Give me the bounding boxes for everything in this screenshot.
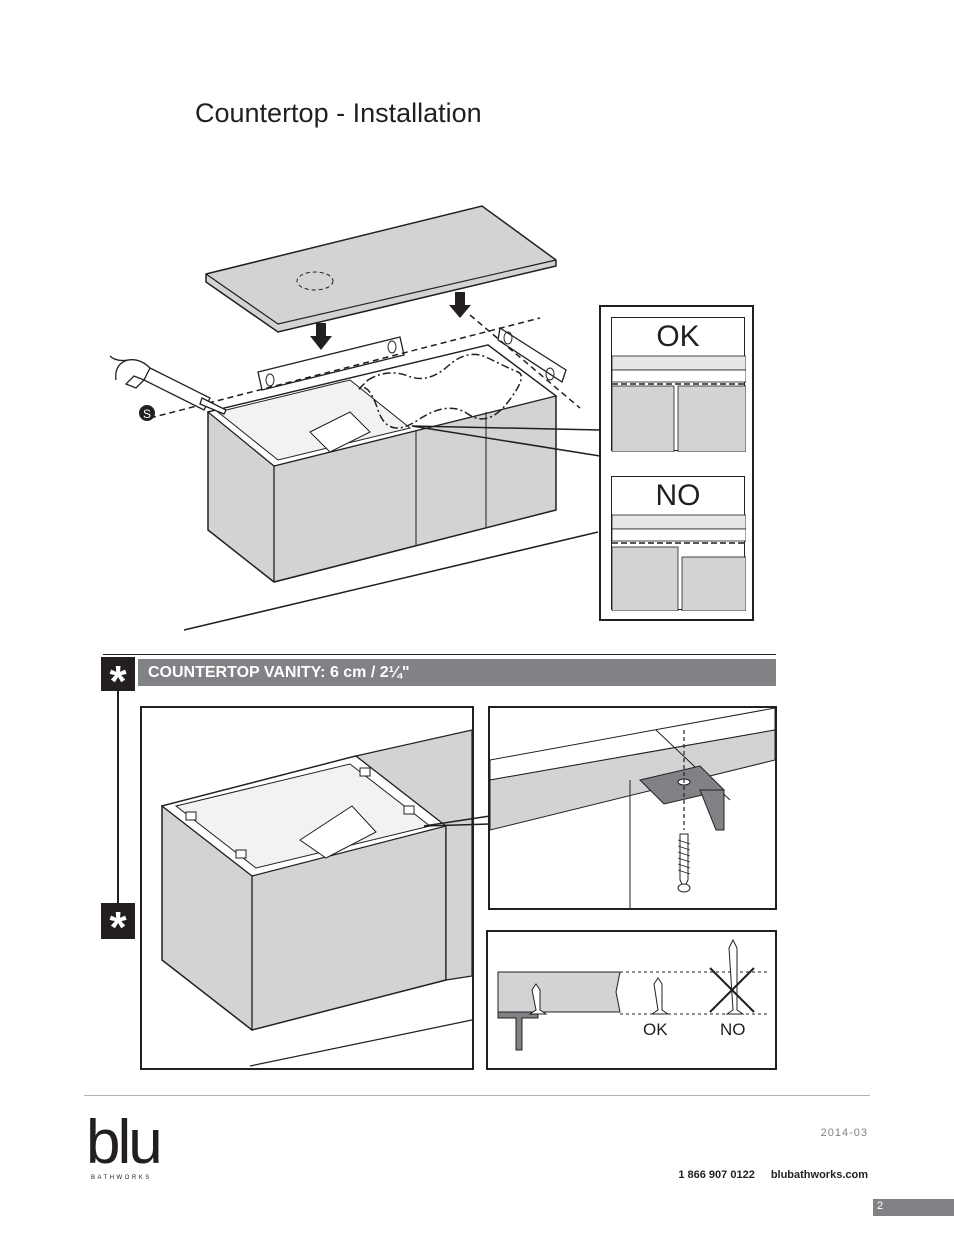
ok-label: OK: [656, 320, 700, 353]
asterisk-icon: *: [101, 903, 135, 952]
asterisk-connector: [117, 690, 119, 904]
document-date: 2014-03: [820, 1127, 868, 1139]
alignment-comparison-panel: OK NO: [599, 305, 754, 621]
brand-logo: blu: [86, 1108, 163, 1177]
screw-ok-label: OK: [643, 1020, 668, 1039]
contact-info: 1 866 907 0122 blubathworks.com: [678, 1169, 868, 1181]
screw-length-detail-frame: OK NO: [486, 930, 777, 1070]
step-marker: S: [143, 407, 151, 421]
no-label: NO: [655, 479, 701, 512]
countertop-installation-illustration: S: [109, 205, 601, 631]
section-title: COUNTERTOP VANITY: 6 cm / 2¼": [148, 664, 410, 681]
page-title: Countertop - Installation: [195, 98, 482, 128]
page-number: 2: [877, 1200, 884, 1212]
screw-no-label: NO: [720, 1020, 746, 1039]
phone-number: 1 866 907 0122: [678, 1169, 755, 1181]
brand-logo-subtext: BATHWORKS: [91, 1175, 152, 1181]
section-divider: [103, 654, 776, 655]
bracket-detail-frame: [488, 706, 777, 910]
ok-detail: OK: [611, 317, 746, 452]
asterisk-icon: *: [101, 657, 135, 706]
vanity-cabinet-frame: [140, 706, 474, 1070]
section-header-bar: [138, 659, 776, 686]
footer-divider: [84, 1095, 870, 1096]
no-detail: NO: [611, 476, 746, 611]
website-link[interactable]: blubathworks.com: [770, 1169, 868, 1181]
page-number-tab: [873, 1199, 954, 1216]
